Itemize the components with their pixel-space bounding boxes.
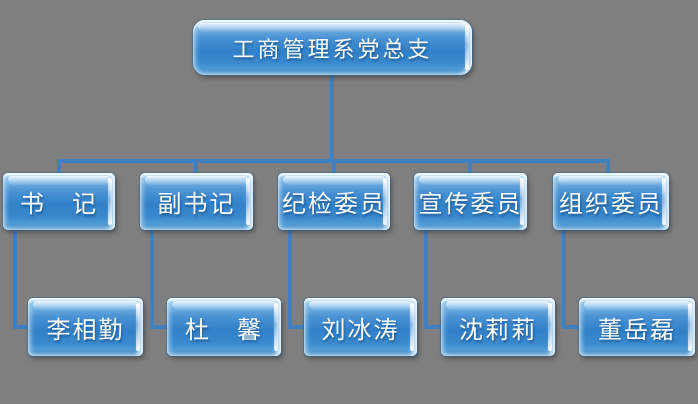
node-party-general-branch: 工商管理系党总支 <box>193 20 472 75</box>
connector-elbow-v-deputy-secretary <box>150 229 154 329</box>
connector-elbow-h-publicity <box>424 325 441 329</box>
node-member-li-xiangqin: 李相勤 <box>28 298 143 356</box>
connector-elbow-v-organization <box>562 229 566 329</box>
connector-elbow-h-discipline <box>288 325 304 329</box>
connector-elbow-v-publicity <box>424 229 428 329</box>
node-member-liu-bingtao: 刘冰涛 <box>304 298 417 356</box>
connector-elbow-h-deputy-secretary <box>150 325 167 329</box>
node-member-shen-lili: 沈莉莉 <box>441 298 555 356</box>
node-role-secretary: 书 记 <box>3 173 115 230</box>
connector-trunk <box>330 74 334 163</box>
connector-stub-secretary <box>57 159 61 175</box>
connector-elbow-h-organization <box>562 325 579 329</box>
connector-elbow-h-secretary <box>13 325 28 329</box>
connector-stub-deputy-secretary <box>194 159 198 175</box>
node-member-du-xin: 杜 馨 <box>167 298 281 356</box>
connector-stub-publicity <box>468 159 472 175</box>
connector-stub-organization <box>606 159 610 175</box>
node-role-publicity-member: 宣传委员 <box>414 173 527 230</box>
connector-elbow-v-discipline <box>288 229 292 329</box>
node-role-organization-member: 组织委员 <box>553 173 669 230</box>
node-member-dong-yuelei: 董岳磊 <box>579 298 695 356</box>
connector-stub-discipline <box>332 159 336 175</box>
connector-elbow-v-secretary <box>13 229 17 329</box>
node-role-deputy-secretary: 副书记 <box>140 173 253 230</box>
node-role-discipline-member: 纪检委员 <box>278 173 390 230</box>
